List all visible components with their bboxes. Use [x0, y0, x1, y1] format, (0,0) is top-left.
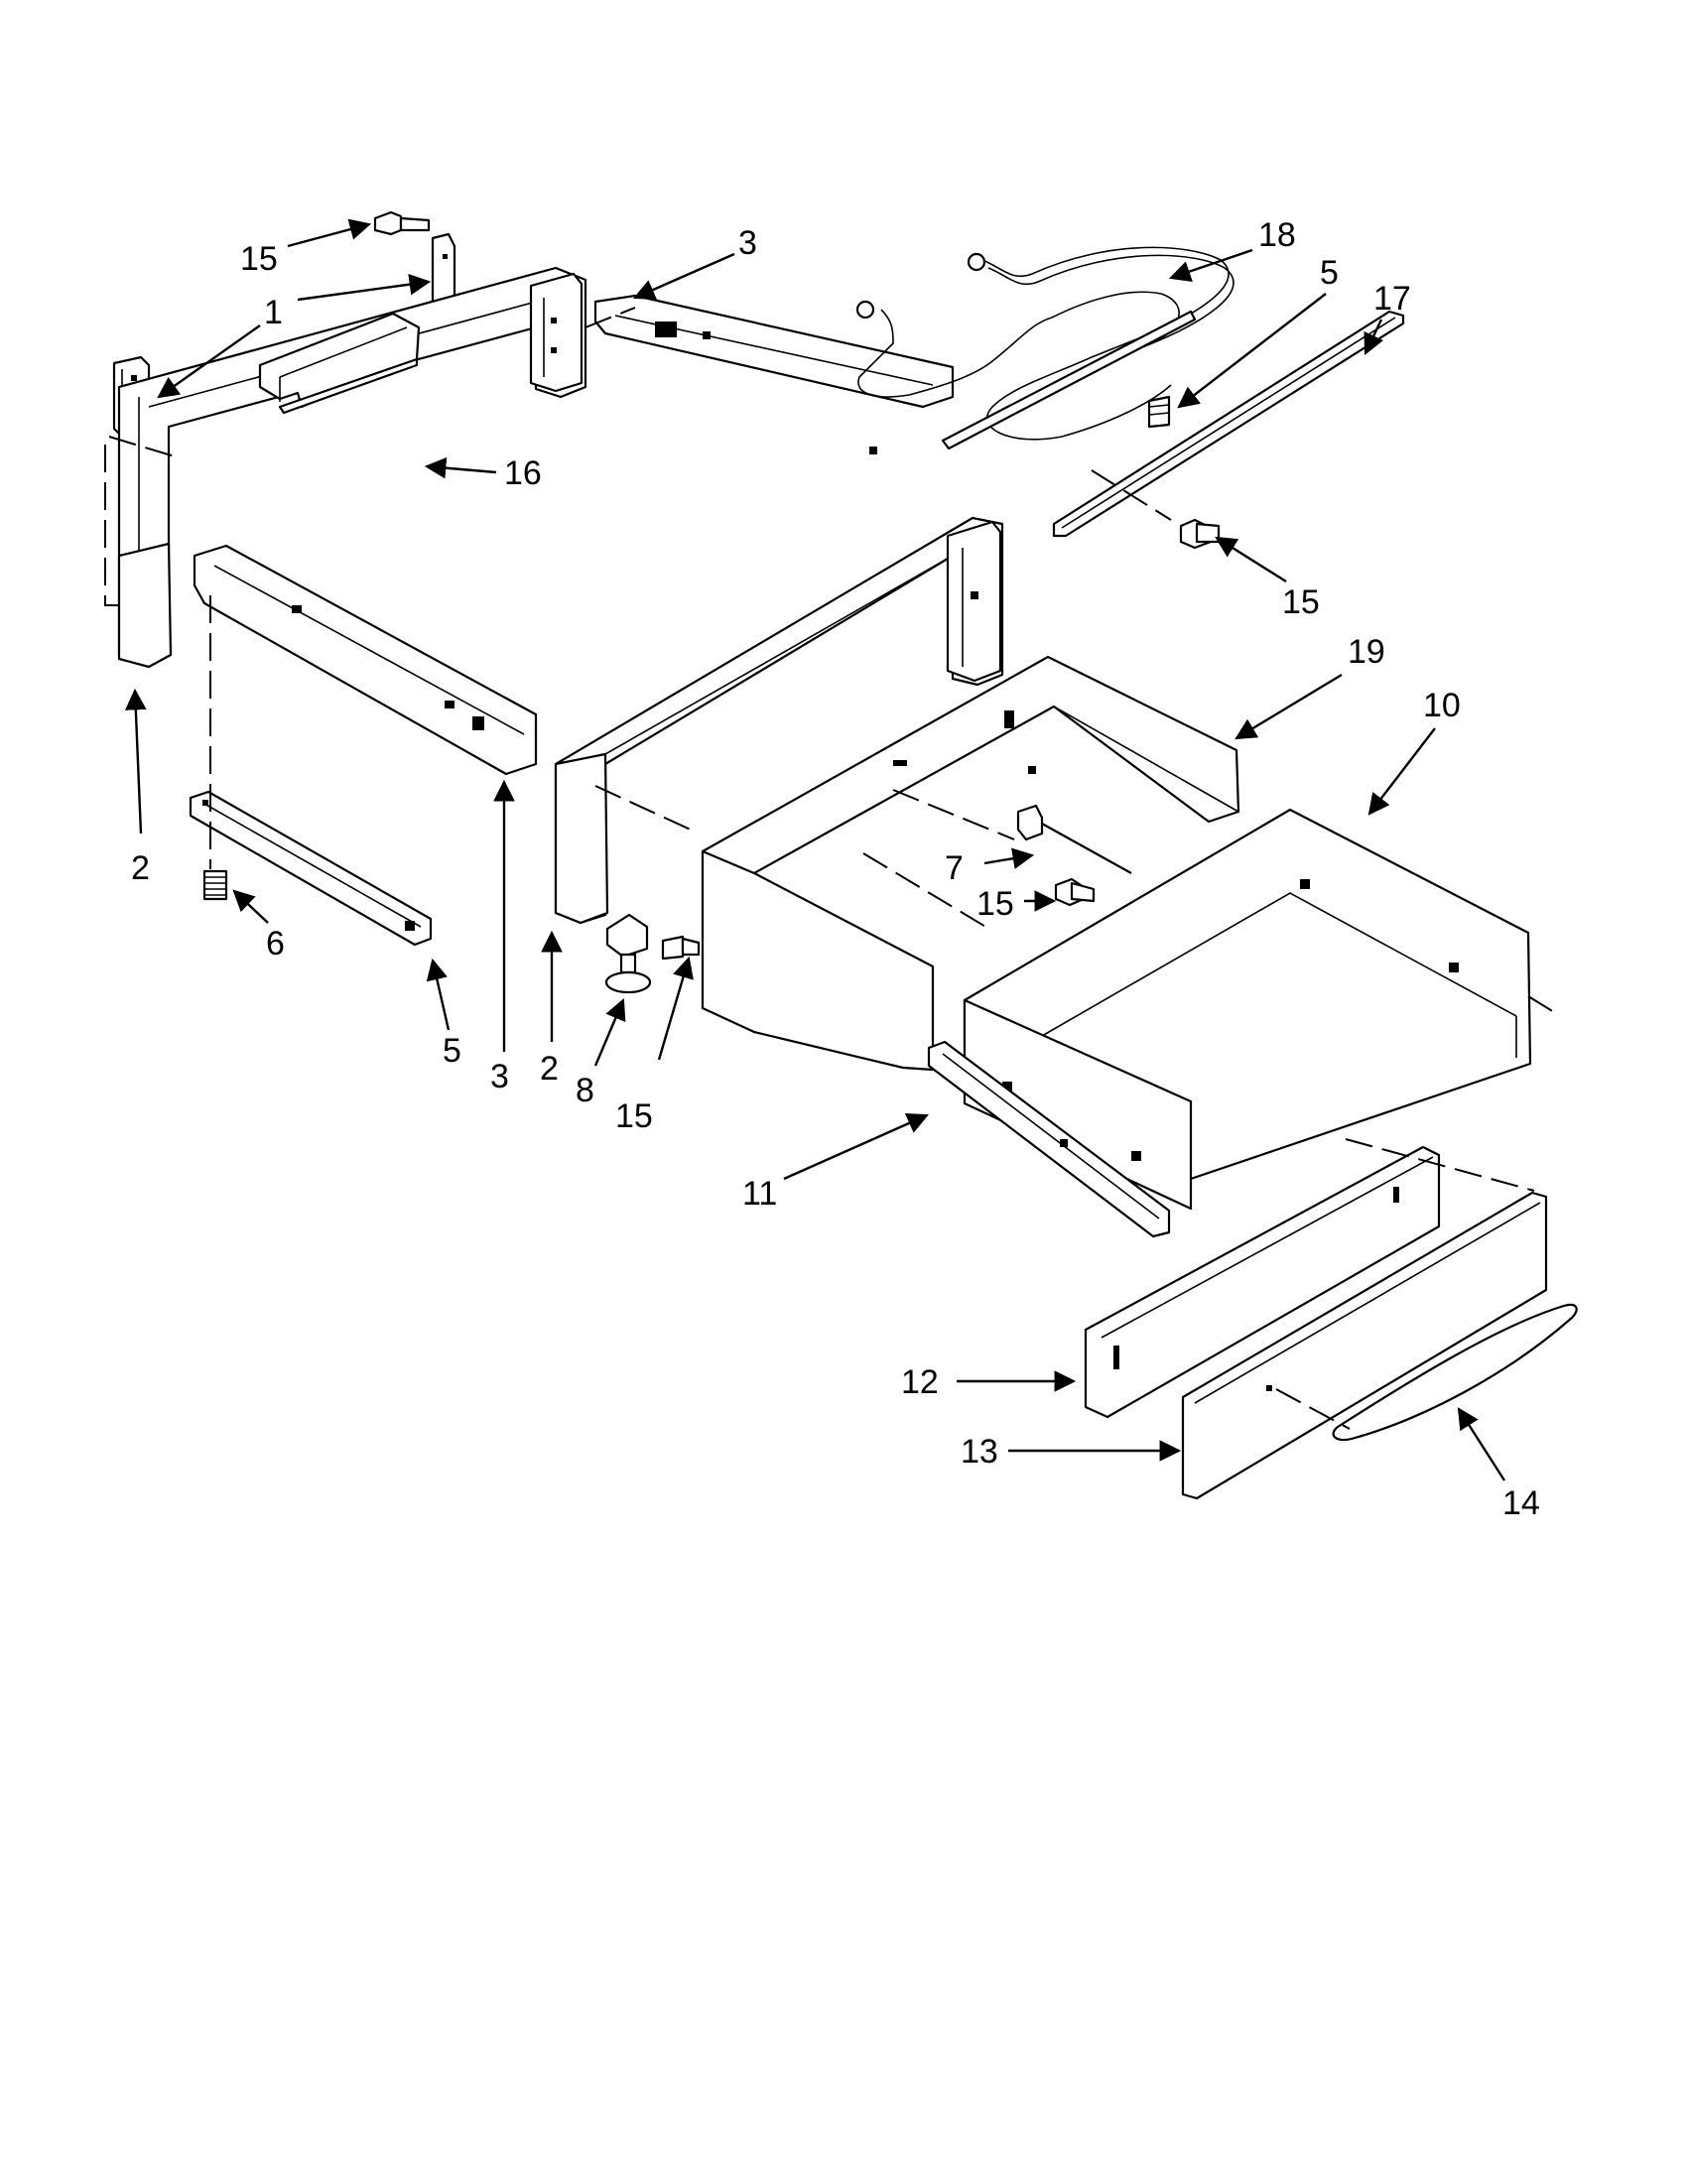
part-2-left-side-frame [117, 266, 587, 669]
part-18-heating-element [855, 246, 1234, 450]
callout-13: 13 [961, 1433, 998, 1471]
callout-15: 15 [240, 240, 278, 278]
callout-17: 17 [1373, 280, 1411, 318]
callout-7: 7 [945, 849, 964, 887]
part-15-screw-right [1179, 518, 1221, 550]
part-5-element-screw [1147, 395, 1171, 429]
callout-2: 2 [131, 849, 150, 887]
callout-11: 11 [742, 1175, 777, 1213]
part-3-front-rail [193, 544, 538, 776]
part-6-spring [202, 869, 228, 901]
part-13-front-outer-panel [1181, 1191, 1548, 1500]
callout-1: 1 [264, 294, 283, 331]
part-11-drawer-slide [927, 1040, 1171, 1238]
part-8-leveling-leg [604, 913, 652, 994]
callout-12: 12 [901, 1363, 939, 1401]
part-12-front-panel [1084, 1145, 1441, 1419]
part-15-screw-top [373, 210, 431, 236]
callout-16: 16 [504, 454, 542, 492]
callout-15: 15 [1282, 583, 1320, 621]
part-10-drawer [963, 808, 1532, 1211]
part-19-drawer-housing [701, 655, 1240, 1072]
callout-8: 8 [576, 1072, 594, 1109]
part-2-right-side-frame [554, 516, 1004, 925]
part-15-screw-leg [661, 935, 701, 961]
callout-19: 19 [1348, 633, 1385, 671]
callout-15: 15 [976, 885, 1014, 923]
callout-18: 18 [1258, 216, 1296, 254]
part-15-screw-sensor [1054, 877, 1096, 907]
leader-arrows [125, 218, 1506, 1481]
part-5-glide-rail [189, 790, 433, 947]
callout-2: 2 [540, 1050, 559, 1088]
part-3-rear-rail [593, 294, 955, 454]
callout-6: 6 [266, 925, 285, 963]
part-16-shield [258, 312, 421, 415]
callout-5: 5 [443, 1032, 461, 1070]
part-7-sensor [1016, 804, 1132, 874]
callout-5: 5 [1320, 254, 1339, 292]
callout-14: 14 [1502, 1484, 1540, 1522]
alignment-lines [104, 307, 1555, 1430]
callout-3: 3 [490, 1058, 509, 1095]
callout-15: 15 [615, 1097, 653, 1135]
callout-10: 10 [1423, 687, 1461, 724]
part-14-handle [1332, 1303, 1578, 1442]
callout-3: 3 [738, 224, 757, 262]
callout-labels: 15 1 3 18 5 17 16 15 19 10 2 6 7 15 5 3 … [131, 216, 1540, 1522]
part-17-rear-strip [1052, 310, 1405, 538]
